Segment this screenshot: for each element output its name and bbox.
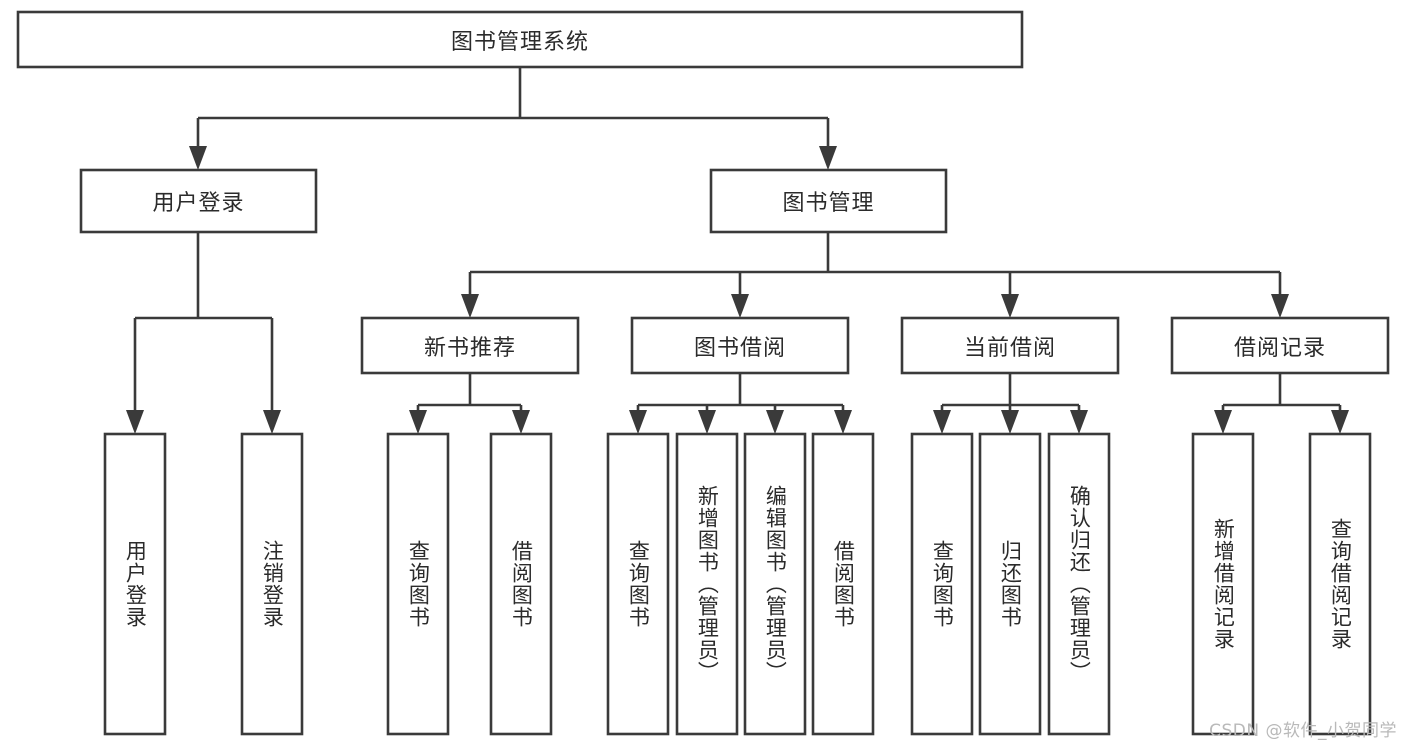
arrow-head-user-login-1 [126, 410, 144, 434]
arrow-head-level3-3 [1001, 294, 1019, 318]
arrow-head-current-borrow-1 [933, 410, 951, 434]
arrow-head-new-book-1 [409, 410, 427, 434]
node-leaf-book-borrow-edit[interactable] [743, 432, 807, 736]
node-leaf-new-book-borrow[interactable] [489, 432, 553, 736]
arrow-head-user-login-2 [263, 410, 281, 434]
arrow-head-borrow-record-1 [1214, 410, 1232, 434]
node-leaf-book-borrow-add[interactable] [675, 432, 739, 736]
node-new-book-recommend[interactable] [360, 316, 580, 375]
arrow-head-level3-2 [731, 294, 749, 318]
node-book-borrow[interactable] [630, 316, 850, 375]
arrow-head-current-borrow-3 [1070, 410, 1088, 434]
arrow-head-level3-1 [461, 294, 479, 318]
arrow-head-current-borrow-2 [1001, 410, 1019, 434]
node-borrow-record[interactable] [1170, 316, 1390, 375]
arrow-head-book-borrow-1 [629, 410, 647, 434]
node-leaf-book-borrow-query[interactable] [606, 432, 670, 736]
node-leaf-current-borrow-return[interactable] [978, 432, 1042, 736]
arrow-head-book-borrow-3 [766, 410, 784, 434]
arrow-head-level3-4 [1271, 294, 1289, 318]
arrow-head-book-borrow-2 [698, 410, 716, 434]
arrow-head-borrow-record-2 [1331, 410, 1349, 434]
arrow-head-level2-2 [819, 146, 837, 170]
node-leaf-current-borrow-confirm[interactable] [1047, 432, 1111, 736]
node-leaf-borrow-record-query[interactable] [1308, 432, 1372, 736]
node-book-management[interactable] [709, 168, 948, 234]
node-leaf-borrow-record-add[interactable] [1191, 432, 1255, 736]
node-root-system[interactable] [16, 10, 1024, 69]
node-leaf-current-borrow-query[interactable] [910, 432, 974, 736]
arrow-head-new-book-2 [512, 410, 530, 434]
node-current-borrow[interactable] [900, 316, 1120, 375]
arrow-head-level2-1 [189, 146, 207, 170]
node-leaf-user-login-logout[interactable] [240, 432, 304, 736]
node-leaf-user-login-login[interactable] [103, 432, 167, 736]
arrow-head-book-borrow-4 [834, 410, 852, 434]
node-leaf-new-book-query[interactable] [386, 432, 450, 736]
node-leaf-book-borrow-lend[interactable] [811, 432, 875, 736]
node-user-login[interactable] [79, 168, 318, 234]
